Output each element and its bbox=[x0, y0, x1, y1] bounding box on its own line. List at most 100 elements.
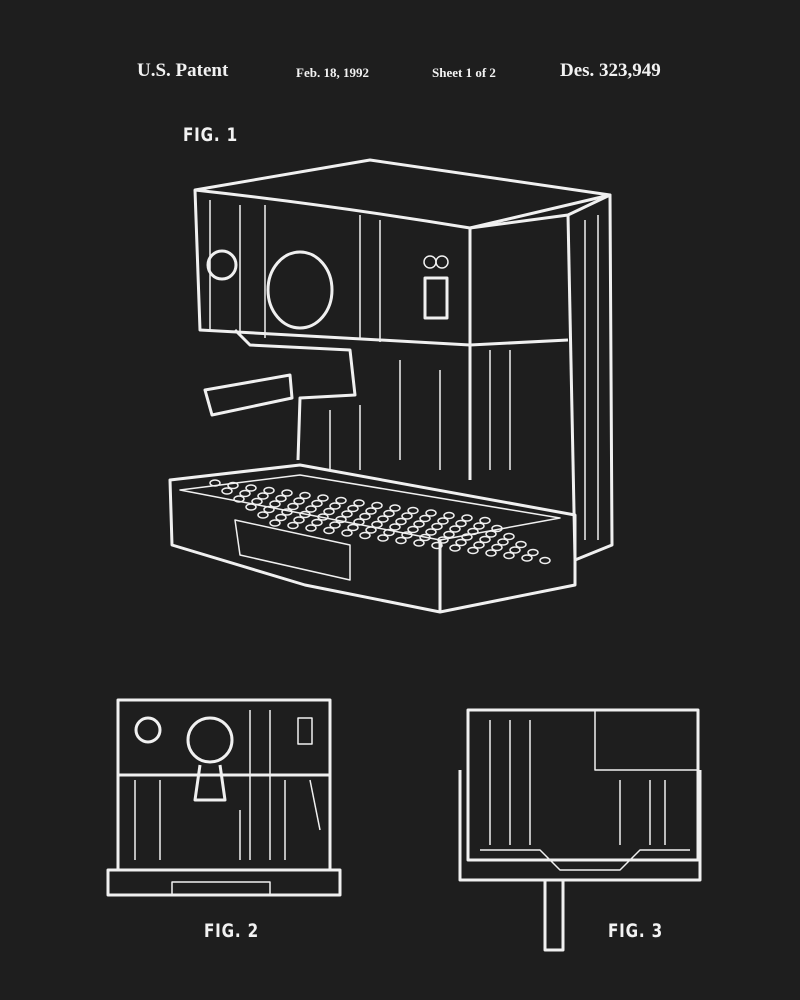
hole bbox=[233, 495, 245, 503]
hole bbox=[539, 556, 551, 565]
hole bbox=[365, 507, 377, 515]
hole bbox=[413, 539, 425, 547]
shading-lines bbox=[489, 720, 666, 845]
hole bbox=[305, 524, 317, 532]
fig1-label: FIG. 1 bbox=[183, 124, 238, 146]
hole bbox=[347, 523, 359, 532]
hole bbox=[425, 509, 437, 517]
patent-date: Feb. 18, 1992 bbox=[296, 65, 369, 80]
hole bbox=[491, 543, 503, 552]
hole bbox=[281, 489, 293, 497]
hole bbox=[275, 494, 287, 503]
hole bbox=[245, 484, 257, 492]
hole bbox=[293, 497, 305, 505]
hole bbox=[371, 520, 383, 529]
hole bbox=[473, 522, 485, 530]
hole bbox=[515, 540, 527, 549]
hole bbox=[473, 541, 485, 549]
hole bbox=[311, 518, 323, 527]
hole bbox=[437, 536, 449, 544]
fig2-label: FIG. 2 bbox=[204, 920, 259, 942]
hole bbox=[359, 512, 371, 521]
hole bbox=[359, 531, 371, 540]
hole bbox=[323, 526, 335, 535]
hole bbox=[503, 532, 515, 541]
hole bbox=[485, 530, 497, 538]
hole bbox=[431, 541, 443, 550]
hole bbox=[437, 517, 449, 525]
hole bbox=[443, 530, 455, 539]
hole bbox=[521, 554, 533, 562]
hole bbox=[401, 531, 413, 539]
control-knob-icon bbox=[206, 249, 238, 281]
hole bbox=[317, 494, 329, 502]
hole bbox=[389, 504, 401, 512]
hole bbox=[251, 497, 263, 506]
hole bbox=[293, 516, 305, 524]
hole bbox=[341, 529, 353, 537]
hole bbox=[263, 486, 275, 495]
hole bbox=[431, 522, 443, 531]
hole bbox=[509, 546, 521, 554]
hole bbox=[395, 517, 407, 526]
hole bbox=[329, 521, 341, 529]
hole bbox=[479, 535, 491, 544]
hole bbox=[221, 487, 233, 495]
hole bbox=[383, 509, 395, 518]
hole bbox=[275, 513, 287, 522]
hole bbox=[479, 516, 491, 525]
group-head bbox=[266, 250, 334, 330]
hole bbox=[209, 479, 221, 487]
hole bbox=[419, 514, 431, 523]
hole bbox=[347, 504, 359, 513]
hole bbox=[449, 544, 461, 552]
hole bbox=[287, 521, 299, 530]
hole bbox=[269, 500, 281, 508]
drip-tray bbox=[168, 463, 577, 614]
hole bbox=[377, 534, 389, 542]
hole bbox=[323, 507, 335, 516]
hole bbox=[407, 506, 419, 515]
hole bbox=[371, 501, 383, 510]
fig3-espresso-machine-top bbox=[458, 708, 702, 952]
hole bbox=[245, 503, 257, 511]
hole bbox=[497, 538, 509, 546]
fig1-espresso-machine-perspective bbox=[168, 158, 614, 614]
hole bbox=[395, 536, 407, 545]
hole bbox=[401, 512, 413, 520]
hole bbox=[389, 523, 401, 531]
hole bbox=[317, 513, 329, 521]
hole bbox=[311, 499, 323, 508]
hole bbox=[257, 492, 269, 500]
shading-lines bbox=[209, 200, 599, 540]
hole bbox=[269, 519, 281, 527]
hole bbox=[335, 496, 347, 505]
hole bbox=[419, 533, 431, 542]
hole bbox=[443, 511, 455, 520]
hole bbox=[425, 528, 437, 536]
hole bbox=[461, 533, 473, 541]
hole bbox=[287, 502, 299, 511]
hole bbox=[413, 520, 425, 528]
shading-lines bbox=[134, 710, 286, 860]
hole bbox=[377, 515, 389, 523]
hole bbox=[263, 505, 275, 514]
hole bbox=[455, 519, 467, 528]
patent-title: U.S. Patent bbox=[137, 60, 229, 81]
sheet-number: Sheet 1 of 2 bbox=[432, 65, 496, 80]
patent-number: Des. 323,949 bbox=[560, 60, 661, 81]
hole bbox=[335, 515, 347, 524]
hole bbox=[281, 508, 293, 516]
control-panel bbox=[423, 276, 449, 320]
hole bbox=[305, 505, 317, 513]
hole bbox=[383, 528, 395, 537]
hole bbox=[467, 527, 479, 536]
hole bbox=[353, 518, 365, 526]
hole bbox=[299, 491, 311, 500]
hole bbox=[503, 551, 515, 560]
hole bbox=[467, 546, 479, 555]
drip-tray-holes bbox=[209, 479, 551, 565]
hole bbox=[461, 514, 473, 522]
fig3-label: FIG. 3 bbox=[608, 920, 663, 942]
